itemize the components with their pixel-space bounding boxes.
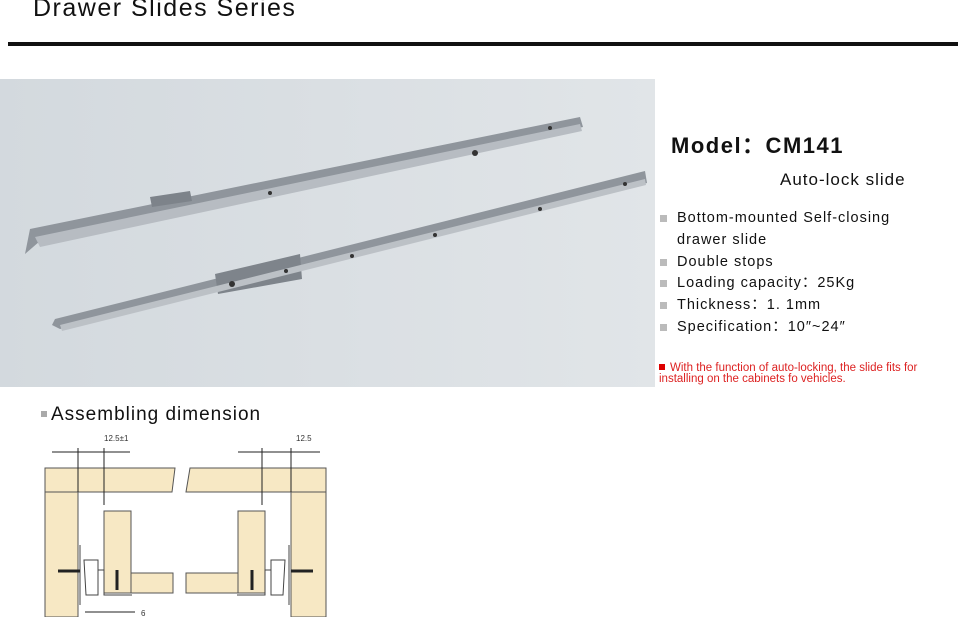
page-title: Drawer Slides Series — [33, 0, 297, 22]
bullet-icon — [41, 411, 47, 417]
feature-item: Double stops — [660, 252, 890, 274]
dim-right-label: 12.5 — [296, 434, 312, 443]
product-photo — [0, 79, 655, 387]
feature-item: Specification：10″~24″ — [660, 317, 890, 339]
assembly-heading: Assembling dimension — [41, 404, 261, 426]
title-divider — [8, 42, 958, 46]
feature-list: Bottom-mounted Self-closing drawer slide… — [660, 208, 890, 339]
feature-item: drawer slide — [677, 231, 768, 248]
feature-note: With the function of auto-locking, the s… — [659, 362, 949, 385]
note-text: With the function of auto-locking, the s… — [659, 362, 918, 385]
dim-left-label: 12.5±1 — [104, 434, 129, 443]
bullet-icon — [659, 364, 665, 370]
assembly-title: Assembling dimension — [51, 404, 262, 425]
product-subtitle: Auto-lock slide — [780, 170, 906, 189]
model-label: Model：CM141 — [671, 133, 844, 158]
feature-item: Thickness：1. 1mm — [660, 295, 890, 317]
feature-item: Loading capacity：25Kg — [660, 273, 890, 295]
dim-bottom-label: 6 — [141, 609, 146, 617]
drawer-slides-image — [25, 117, 647, 331]
feature-item: Bottom-mounted Self-closing — [660, 208, 890, 230]
